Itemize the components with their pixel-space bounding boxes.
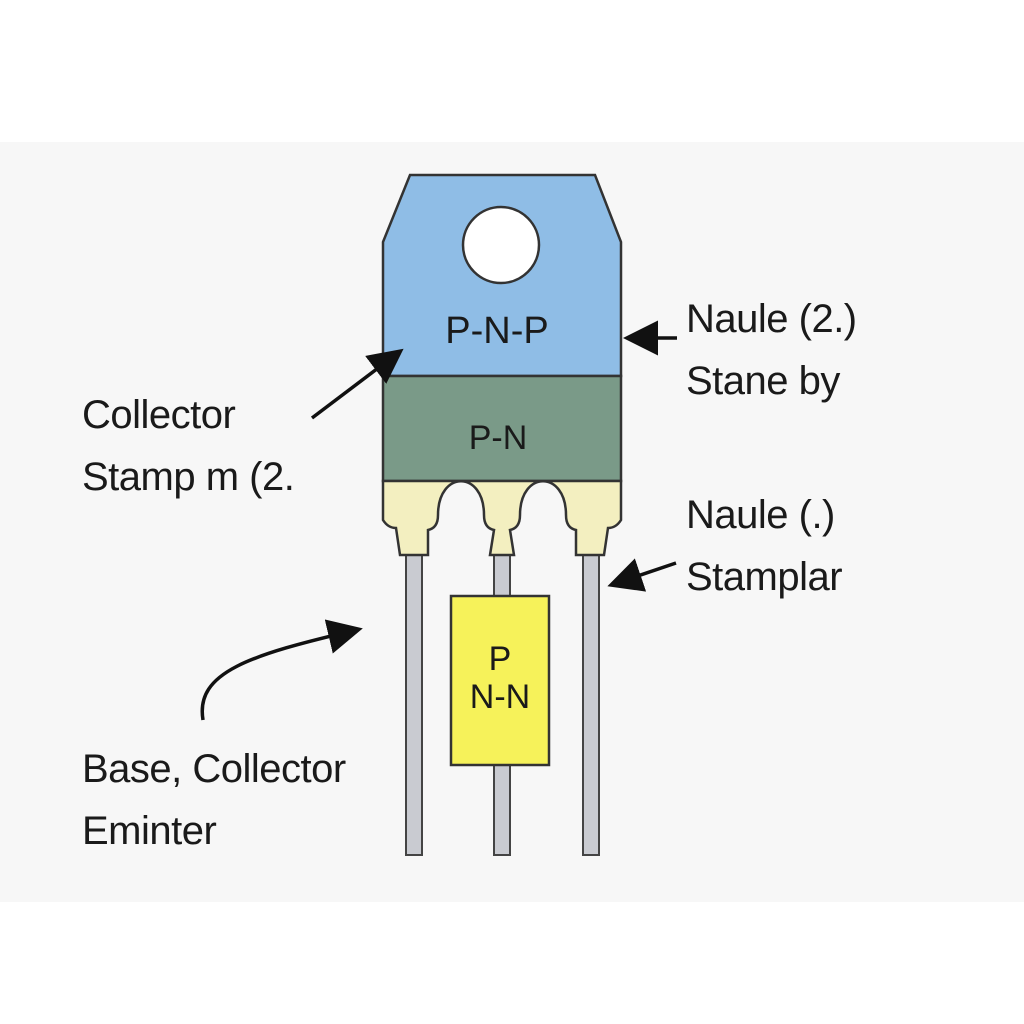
arrow-left-bottom — [200, 619, 363, 721]
mounting-hole — [461, 205, 541, 285]
right-lead — [582, 549, 600, 856]
label-collector-stamp-line1: Collector — [82, 393, 236, 437]
label-naule-stane-line1: Naule (2.) — [686, 297, 857, 341]
label-base-collector-line2: Eminter — [82, 809, 217, 853]
middle-region — [381, 374, 623, 483]
base-region — [381, 479, 623, 557]
chip-label-line1: P — [489, 640, 512, 678]
label-naule-stamplar: Naule (.) Stamplar — [686, 484, 843, 608]
label-base-collector-line1: Base, Collector — [82, 747, 346, 791]
label-base-collector-eminter: Base, Collector Eminter — [82, 738, 346, 862]
top-region-label: P-N-P — [445, 310, 548, 352]
label-naule-stane: Naule (2.) Stane by — [686, 288, 857, 412]
middle-region-label: P-N — [469, 419, 528, 457]
chip-label-line2: N-N — [470, 678, 530, 716]
label-naule-stamplar-line2: Stamplar — [686, 555, 843, 599]
label-naule-stane-line2: Stane by — [686, 359, 840, 403]
left-lead — [405, 549, 423, 856]
label-naule-stamplar-line1: Naule (.) — [686, 493, 835, 537]
label-collector-stamp: Collector Stamp m (2. — [82, 384, 295, 508]
label-collector-stamp-line2: Stamp m (2. — [82, 455, 295, 499]
chip-rectangle — [449, 594, 551, 767]
arrow-right-bottom — [607, 558, 677, 592]
arrow-left-top — [310, 348, 404, 420]
